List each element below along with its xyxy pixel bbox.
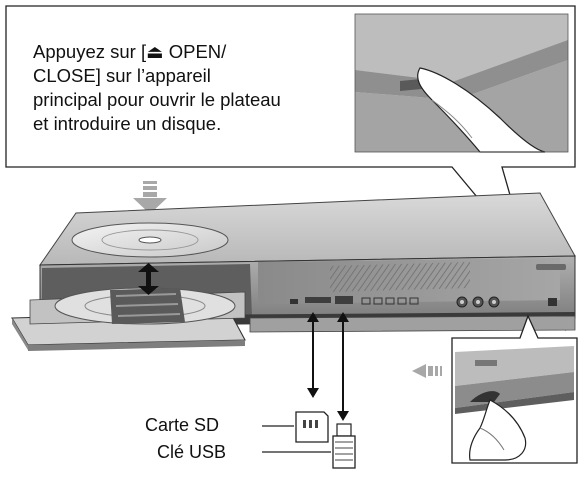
usb-key-icon — [262, 423, 356, 469]
disc-tray — [11, 287, 246, 351]
front-flap-inset — [451, 314, 578, 464]
open-close-button-inset — [354, 13, 569, 153]
tray-open-arrow-icon — [138, 263, 159, 295]
inset-pointer-arrow-icon — [412, 364, 442, 378]
callout-line-1: Appuyez sur [⏏ OPEN/ — [33, 41, 227, 62]
callout-line-4: et introduire un disque. — [33, 113, 222, 134]
callout-text: Appuyez sur [⏏ OPEN/ CLOSE] sur l’appare… — [33, 40, 343, 136]
callout-line-2: CLOSE] sur l’appareil — [33, 65, 211, 86]
sd-card-icon — [262, 411, 329, 443]
disc — [71, 222, 229, 258]
insert-disc-arrow-icon — [133, 181, 167, 214]
sd-card-label: Carte SD — [145, 415, 220, 435]
usb-key-label: Clé USB — [157, 442, 227, 462]
sd-insert-arrow-icon — [307, 312, 319, 398]
callout-line-3: principal pour ouvrir le plateau — [33, 89, 281, 110]
usb-insert-arrow-icon — [337, 312, 349, 421]
